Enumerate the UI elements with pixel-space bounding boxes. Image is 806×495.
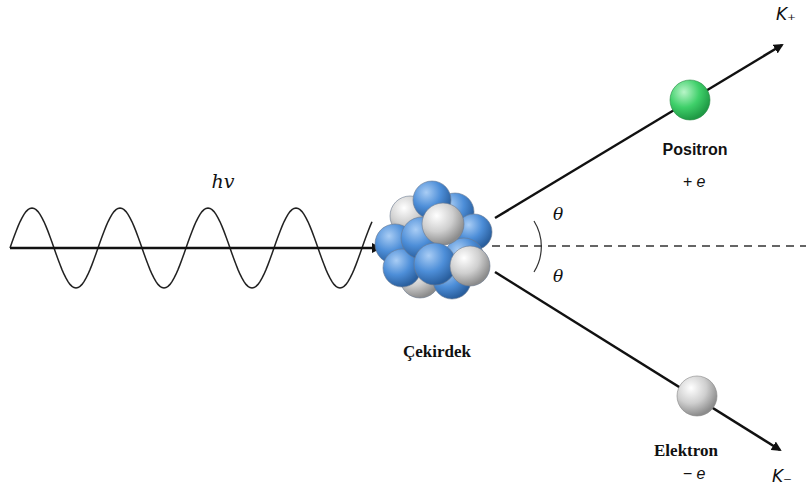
kinetic-energy-label: K₋ xyxy=(772,467,792,486)
angle-label: θ xyxy=(553,267,563,286)
nucleus-name: Çekirdek xyxy=(403,343,471,362)
electron-particle xyxy=(677,376,717,416)
positron-track xyxy=(495,45,782,218)
particle-name: Elektron xyxy=(654,442,718,461)
positron-particle xyxy=(670,80,710,120)
axis-dashed xyxy=(492,245,806,246)
photon-energy-label: hv xyxy=(212,171,235,192)
charge-label: + e xyxy=(683,173,706,191)
electron-track xyxy=(495,272,780,450)
nucleus xyxy=(375,181,492,299)
angle-label: θ xyxy=(553,205,563,224)
charge-label: − e xyxy=(683,465,706,483)
photon-arrow xyxy=(10,247,380,250)
kinetic-energy-label: K₊ xyxy=(776,5,796,24)
angle-arc xyxy=(534,221,541,272)
particle-name: Positron xyxy=(663,141,728,159)
